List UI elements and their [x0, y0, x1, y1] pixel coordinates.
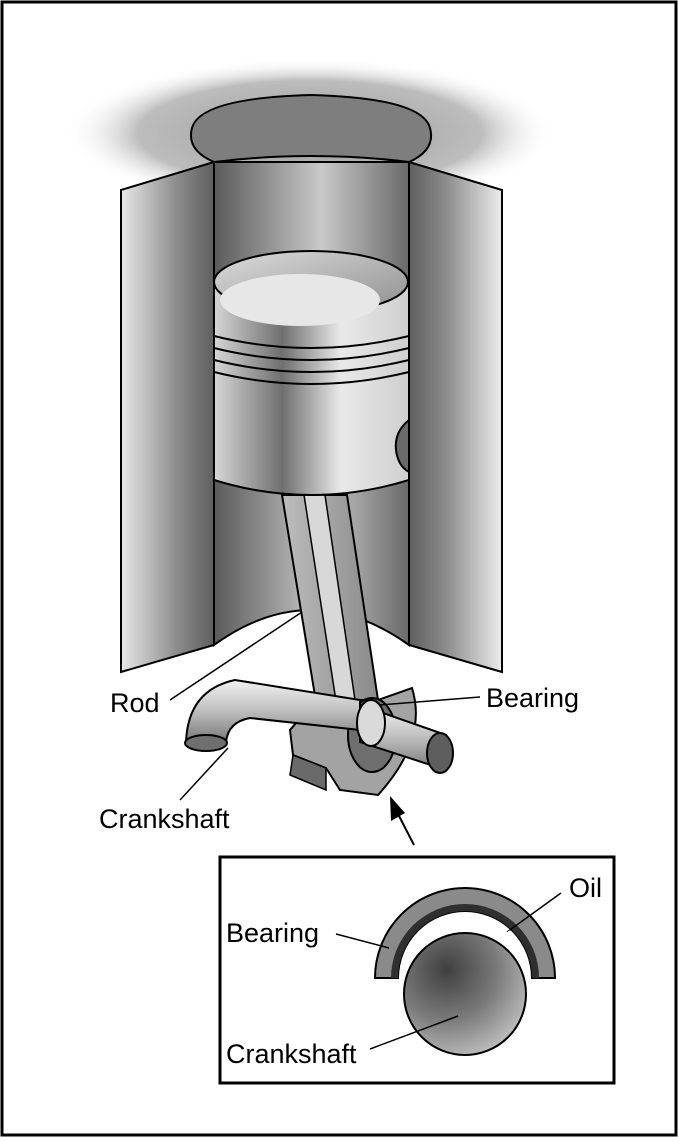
- crankshaft: [184, 678, 454, 774]
- detail-arrowhead: [390, 796, 405, 821]
- inset-bearing-shell: [373, 887, 557, 979]
- rod-leader: [169, 611, 303, 701]
- bearing-label: Bearing: [486, 683, 579, 713]
- crankshaft-label: Crankshaft: [99, 804, 230, 834]
- inset-bearing-label: Bearing: [226, 918, 319, 948]
- inset-oil-leader: [506, 892, 562, 933]
- main-leaders: [169, 611, 481, 801]
- piston: [213, 250, 410, 496]
- inset-oil-leader-tip: [500, 930, 511, 939]
- inset-crankshaft-leader: [369, 1015, 459, 1050]
- crankshaft-leader: [179, 747, 229, 801]
- rod-label: Rod: [110, 688, 160, 718]
- bearing-leader: [379, 696, 481, 706]
- inset-oil-label: Oil: [569, 873, 602, 903]
- inset-bearing-leader: [335, 933, 390, 949]
- inset-crankshaft-journal: [403, 932, 527, 1056]
- bearing-detail-inset: Oil Bearing Crankshaft: [218, 855, 616, 1085]
- detail-arrow-shaft: [396, 811, 415, 846]
- inset-crankshaft-label: Crankshaft: [226, 1039, 357, 1069]
